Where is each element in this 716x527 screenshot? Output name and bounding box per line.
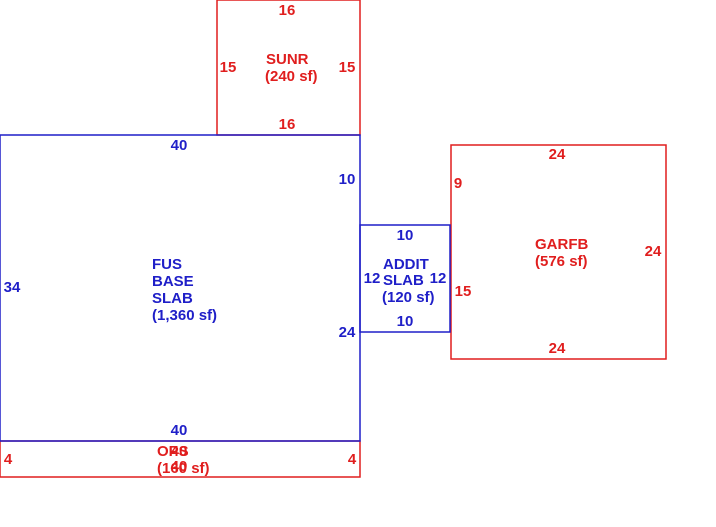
- fus-left-dimension: 34: [4, 279, 21, 296]
- fus-bottom-dimension: 40: [171, 422, 188, 439]
- ops-name: OPS: [157, 443, 189, 460]
- garfb-name: GARFB: [535, 236, 588, 253]
- addit-name-line2: SLAB: [383, 272, 424, 289]
- addit-slab-area: 10 ADDIT 12 SLAB 12 (120 sf) 10: [364, 227, 447, 330]
- addit-slab-outline: [359, 224, 451, 333]
- sunr-top-dimension: 16: [279, 2, 296, 19]
- garfb-top-dimension: 24: [549, 146, 566, 163]
- fus-name-line3: SLAB: [152, 290, 193, 307]
- sunr-area-label: (240 sf): [265, 68, 318, 85]
- garfb-outline: [450, 144, 667, 360]
- ops-left-dimension: 4: [4, 451, 13, 468]
- garfb-area-label: (576 sf): [535, 253, 588, 270]
- garfb-area: 24 9 GARFB 24 (576 sf) 15 24: [454, 146, 662, 357]
- ops-bottom-dimension: 40: [171, 458, 188, 475]
- fus-name-line2: BASE: [152, 273, 194, 290]
- garfb-left-upper-dimension: 9: [454, 175, 462, 192]
- sunr-right-dimension: 15: [339, 59, 356, 76]
- ops-area-label: (160 sf): [157, 460, 210, 477]
- ops-area: 4 4 40 OPS 40 (160 sf): [4, 443, 357, 477]
- sunr-area: 16 15 15 SUNR (240 sf) 16: [220, 2, 356, 133]
- addit-left-dimension: 12: [364, 270, 381, 287]
- addit-top-dimension: 10: [397, 227, 414, 244]
- fus-base-slab-area: 40 10 34 FUS BASE SLAB (1,360 sf) 24 40: [4, 137, 356, 439]
- ops-right-dimension: 4: [348, 451, 357, 468]
- fus-area-label: (1,360 sf): [152, 307, 217, 324]
- addit-area-label: (120 sf): [382, 289, 435, 306]
- fus-top-dimension: 40: [171, 137, 188, 154]
- addit-bottom-dimension: 10: [397, 313, 414, 330]
- sunr-bottom-dimension: 16: [279, 116, 296, 133]
- sunr-left-dimension: 15: [220, 59, 237, 76]
- addit-name-line1: ADDIT: [383, 256, 429, 273]
- fus-name-line1: FUS: [152, 256, 182, 273]
- sunr-name: SUNR: [266, 51, 309, 68]
- fus-right-upper-dimension: 10: [339, 171, 356, 188]
- garfb-right-dimension: 24: [645, 243, 662, 260]
- garfb-bottom-dimension: 24: [549, 340, 566, 357]
- garfb-left-lower-dimension: 15: [455, 283, 472, 300]
- addit-right-dimension: 12: [430, 270, 447, 287]
- fus-right-lower-dimension: 24: [339, 324, 356, 341]
- ops-top-dimension: 40: [171, 443, 188, 460]
